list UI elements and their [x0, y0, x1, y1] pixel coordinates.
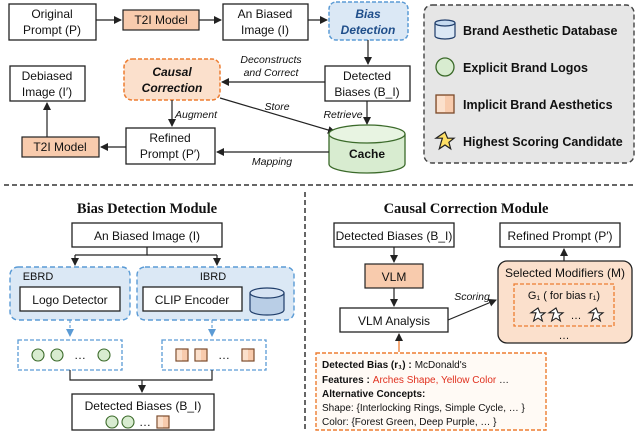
- legend: Brand Aesthetic Database Explicit Brand …: [423, 4, 635, 164]
- cache-cylinder: [328, 124, 406, 174]
- modifiers-ellipsis: …: [559, 330, 570, 342]
- causal-correction-line2: Correction: [142, 81, 203, 95]
- refined-prompt-line1: Refined: [149, 131, 190, 145]
- legend-item-aesthetics: Implicit Brand Aesthetics: [463, 98, 613, 112]
- modifier-group-ellipsis: …: [571, 310, 582, 322]
- features-label: Features :: [322, 375, 370, 386]
- selected-modifiers-label: Selected Modifiers (M): [505, 266, 625, 280]
- features-value: Arches Shape, Yellow Color: [373, 375, 497, 386]
- shape-line: Shape: {Interlocking Rings, Simple Cycle…: [322, 403, 526, 414]
- debiased-image-box: [9, 65, 86, 102]
- detected-biases-line2: Biases (B_I): [334, 85, 399, 99]
- scoring-label: Scoring: [454, 291, 490, 303]
- output-circle: [121, 415, 135, 429]
- green-circle-icon: [435, 57, 455, 77]
- biased-image-line2: Image (I): [241, 23, 289, 37]
- features-line: Features :Arches Shape, Yellow Color …: [322, 375, 509, 386]
- bias-detail-value: McDonald's: [415, 360, 467, 371]
- logo-detector-label: Logo Detector: [32, 293, 107, 307]
- causal-detected-biases: Detected Biases (B_I): [336, 229, 453, 243]
- output-ellipsis: …: [139, 415, 151, 429]
- bias-module-input-box: [71, 222, 223, 248]
- logo-result-circle: [50, 348, 64, 362]
- refined-prompt-box: [125, 127, 216, 165]
- refined-prompt-line2: Prompt (P′): [140, 147, 200, 161]
- logo-detector-box: [19, 286, 121, 312]
- debiased-image-line1: Debiased: [22, 69, 73, 83]
- legend-item-logos: Explicit Brand Logos: [463, 61, 588, 75]
- biased-image-box: [222, 3, 309, 41]
- biased-image-line1: An Biased: [238, 7, 293, 21]
- original-prompt-box: [8, 3, 97, 41]
- bias-detail-box: [315, 352, 547, 431]
- original-prompt-line1: Original: [31, 7, 72, 21]
- bias-module-output-box: [71, 393, 215, 431]
- original-prompt-line2: Prompt (P): [23, 23, 81, 37]
- orange-square-icon: [435, 94, 455, 114]
- mapping-label: Mapping: [252, 156, 292, 168]
- logo-results-ellipsis: …: [74, 348, 86, 362]
- causal-refined-prompt-box: [499, 222, 621, 248]
- output-square: [156, 415, 170, 429]
- alt-concepts-label: Alternative Concepts:: [322, 389, 425, 400]
- bias-module-output: Detected Biases (B_I): [85, 399, 202, 413]
- bias-detection-box: [328, 1, 409, 41]
- bias-module-title: Bias Detection Module: [77, 201, 218, 217]
- features-tail: …: [496, 375, 509, 386]
- clip-encoder-box: [142, 286, 243, 312]
- ebrd-label: EBRD: [23, 271, 54, 283]
- modifier-group-label: G₁ ( for bias r₁): [528, 290, 600, 302]
- deconstructs-line2: and Correct: [244, 67, 300, 79]
- modifier-group-box: [513, 283, 615, 327]
- causal-detected-biases-box: [333, 222, 455, 248]
- augment-label: Augment: [174, 109, 218, 121]
- logo-result-circle: [97, 348, 111, 362]
- ibrd-label: IBRD: [200, 271, 226, 283]
- deconstructs-line1: Deconstructs: [240, 54, 302, 66]
- store-label: Store: [264, 101, 289, 113]
- causal-module-title: Causal Correction Module: [384, 201, 549, 217]
- debiased-image-line2: Image (I′): [22, 85, 72, 99]
- bias-module-input: An Biased Image (I): [94, 229, 200, 243]
- vlm-label: VLM: [382, 270, 407, 284]
- bias-detection-module: Bias Detection Module An Biased Image (I…: [9, 201, 295, 431]
- t2i-model-label: T2I Model: [134, 13, 187, 27]
- retrieve-label: Retrieve: [323, 109, 362, 121]
- vlm-analysis-label: VLM Analysis: [358, 314, 430, 328]
- logo-result-circle: [31, 348, 45, 362]
- causal-correction-line1: Causal: [152, 65, 192, 79]
- detected-biases-line1: Detected: [343, 69, 391, 83]
- top-pipeline: Original Prompt (P) T2I Model An Biased …: [8, 1, 411, 174]
- t2i-model-label-2: T2I Model: [33, 140, 86, 154]
- aesthetic-result-square: [175, 348, 189, 362]
- aesthetic-result-square: [194, 348, 208, 362]
- cache-label: Cache: [349, 147, 385, 161]
- database-icon: [434, 19, 456, 40]
- aesthetic-result-square: [241, 348, 255, 362]
- detected-biases-box: [324, 65, 411, 102]
- aesthetic-results-ellipsis: …: [218, 348, 230, 362]
- bias-detail-line: Detected Bias (r₁) :McDonald's: [322, 360, 467, 371]
- bias-detection-line2: Detection: [341, 23, 396, 37]
- legend-item-database: Brand Aesthetic Database: [463, 24, 617, 38]
- causal-correction-module: Causal Correction Module Detected Biases…: [315, 201, 633, 431]
- output-circle: [105, 415, 119, 429]
- color-line: Color: {Forest Green, Deep Purple, … }: [322, 417, 497, 428]
- bias-detection-line1: Bias: [355, 7, 381, 21]
- t2i-model-box-2: [21, 136, 100, 158]
- database-icon: [249, 287, 285, 316]
- legend-item-star: Highest Scoring Candidate: [463, 135, 623, 149]
- clip-encoder-label: CLIP Encoder: [155, 293, 230, 307]
- causal-refined-prompt: Refined Prompt (P′): [508, 229, 613, 243]
- vlm-box: [364, 263, 424, 289]
- bias-detail-label: Detected Bias (r₁) :: [322, 360, 412, 371]
- selected-modifiers-box: [497, 260, 633, 344]
